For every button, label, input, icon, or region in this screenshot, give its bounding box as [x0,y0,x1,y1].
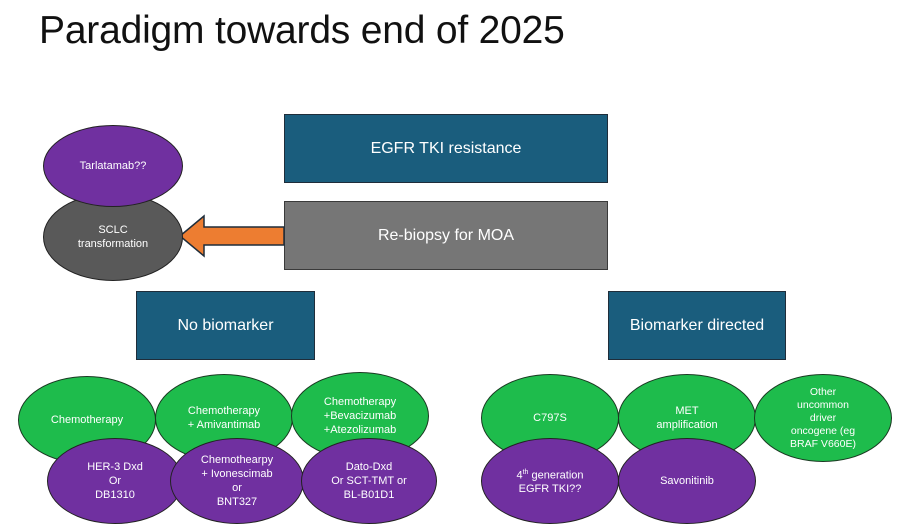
her3-dxd-label: HER-3 Dxd Or DB1310 [87,461,143,501]
page-title: Paradigm towards end of 2025 [39,9,565,52]
egfr-tki-resistance-label: EGFR TKI resistance [370,139,522,157]
no-biomarker-box: No biomarker [136,291,315,360]
met-amplification-label: MET amplification [656,405,718,431]
savolitinib-ellipse: Savonitinib [618,438,756,524]
fourth-gen-number: 4 [516,469,523,482]
biomarker-directed-box: Biomarker directed [608,291,786,360]
chemo-bevacizumab-label: Chemotherapy +Bevacizumab +Atezolizumab [323,396,397,436]
her3-dxd-ellipse: HER-3 Dxd Or DB1310 [47,438,183,524]
tarlatamab-ellipse: Tarlatamab?? [43,125,183,207]
chemotherapy-label: Chemotherapy [50,414,124,426]
chemo-amivantimab-label: Chemotherapy + Amivantimab [187,405,261,431]
fourth-gen-text: generation EGFR TKI?? [518,469,584,496]
fourth-gen-tki-label: 4th generation EGFR TKI?? [516,466,583,497]
sclc-transformation-ellipse: SCLC transformation [43,193,183,281]
no-biomarker-label: No biomarker [177,316,274,334]
c797s-label: C797S [533,412,567,424]
chemo-ivonescimab-label: Chemothearpy + Ivonescimab or BNT327 [200,454,274,508]
egfr-tki-resistance-box: EGFR TKI resistance [284,114,608,183]
rebiopsy-label: Re-biopsy for MOA [377,226,515,244]
rebiopsy-box: Re-biopsy for MOA [284,201,608,270]
fourth-gen-superscript: th [522,468,529,476]
biomarker-directed-label: Biomarker directed [629,316,765,334]
dato-dxd-ellipse: Dato-Dxd Or SCT-TMT or BL-B01D1 [301,438,437,524]
chemo-ivonescimab-ellipse: Chemothearpy + Ivonescimab or BNT327 [170,438,304,524]
left-arrow-icon [178,214,285,258]
sclc-transformation-label: SCLC transformation [77,224,149,250]
other-oncogene-label: Other uncommon driver oncogene (eg BRAF … [790,385,856,450]
other-oncogene-ellipse: Other uncommon driver oncogene (eg BRAF … [754,374,892,462]
dato-dxd-label: Dato-Dxd Or SCT-TMT or BL-B01D1 [331,461,407,501]
fourth-gen-tki-ellipse: 4th generation EGFR TKI?? [481,438,619,524]
savolitinib-label: Savonitinib [660,475,714,487]
tarlatamab-label: Tarlatamab?? [79,160,147,172]
